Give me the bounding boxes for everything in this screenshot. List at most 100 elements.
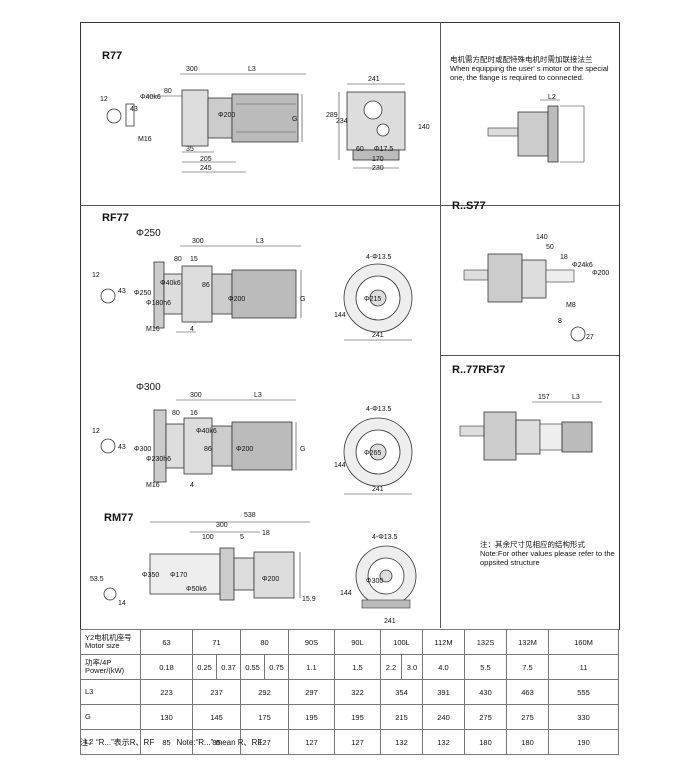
rf77-250-dim-300: 300	[192, 238, 204, 245]
table-cell: 555	[548, 679, 619, 705]
rm77-dim-241: 241	[384, 618, 396, 625]
rf77-250-dim-l3: L3	[256, 238, 264, 245]
rs77-dim-18: 18	[560, 254, 568, 261]
rf77-300-dim-bolts: 4-Φ13.5	[366, 406, 392, 413]
rf77-300-dim-g: G	[300, 446, 306, 453]
rf77-300-dim-phi40: Φ40k6	[196, 428, 217, 435]
rs77-dim-27: 27	[586, 334, 594, 341]
r77-dim-phi175: Φ17.5	[374, 146, 394, 153]
r77-dim-170: 170	[372, 156, 384, 163]
table-cell: 85	[140, 729, 193, 755]
r77-dim-g: G	[292, 116, 298, 123]
rf77-250-dim-m16: M16	[146, 326, 160, 333]
table-cell: 180	[464, 729, 507, 755]
section-divider	[80, 205, 619, 206]
section-label-rs77: R..S77	[452, 200, 486, 212]
r77-dim-140: 140	[418, 124, 430, 131]
rf77-300-dim-43: 43	[118, 444, 126, 451]
table-cell: 0.75	[264, 654, 289, 680]
table-cell: 127	[240, 729, 289, 755]
table-cell: 90S	[288, 629, 335, 655]
rf77-300-dim-80: 80	[172, 410, 180, 417]
other-values-note-cn: 注：其余尺寸见相应的结构形式	[480, 540, 585, 549]
rs77-dim-m8: M8	[566, 302, 576, 309]
table-cell: 275	[506, 704, 549, 730]
table-row-g: G 130 145 175 195 195 215 240 275 275 33…	[80, 704, 619, 730]
column-divider	[440, 22, 441, 628]
r77-dim-phi200: Φ200	[218, 112, 236, 119]
table-row-l2: L2 85 85 127 127 127 132 132 180 180 190	[80, 729, 619, 755]
rf77-300-dim-16: 16	[190, 410, 198, 417]
table-cell: 297	[288, 679, 335, 705]
r77-dim-80: 80	[164, 88, 172, 95]
table-row-l3: L3 223 237 292 297 322 354 391 430 463 5…	[80, 679, 619, 705]
table-cell: 0.18	[140, 654, 193, 680]
table-cell: 2.2	[380, 654, 402, 680]
rm77-dim-144: 144	[340, 590, 352, 597]
rm77-dim-phi350: Φ350	[142, 572, 160, 579]
table-cell: 3.0	[401, 654, 423, 680]
table-cell: 63	[140, 629, 193, 655]
rf77-300-dim-phi300: Φ300	[134, 446, 152, 453]
r77-dim-12: 12	[100, 96, 108, 103]
r77-dim-245: 245	[200, 165, 212, 172]
rm77-dim-phi170: Φ170	[170, 572, 188, 579]
rf77-250-dim-4: 4	[190, 326, 194, 333]
table-cell: 1.5	[334, 654, 381, 680]
table-header-cell: L3	[80, 679, 141, 705]
r77-dim-l3: L3	[248, 66, 256, 73]
table-cell: 1.1	[288, 654, 335, 680]
r77-dim-241: 241	[368, 76, 380, 83]
table-cell: 71	[192, 629, 241, 655]
table-cell: 4.0	[422, 654, 465, 680]
table-cell: 215	[380, 704, 423, 730]
table-cell: 11	[548, 654, 619, 680]
rf77-300-dim-86: 86	[204, 446, 212, 453]
table-cell: 195	[288, 704, 335, 730]
flange-dim-l2: L2	[548, 94, 556, 101]
rf77-300-dim-144: 144	[334, 462, 346, 469]
section-label-rf77: RF77	[102, 212, 129, 224]
r77rf37-dim-157: 157	[538, 394, 550, 401]
table-cell: 0.25	[192, 654, 217, 680]
flange-note: 电机需方配时或配特殊电机时需加联接法兰 When equipping the u…	[450, 55, 618, 82]
rf77-250-dim-15: 15	[190, 256, 198, 263]
rm77-side-view	[100, 518, 320, 622]
rf77-300-dim-phi200: Φ200	[236, 446, 254, 453]
rs77-dim-phi24: Φ24k6	[572, 262, 593, 269]
r77rf37-side-view	[456, 400, 616, 472]
table-cell: 275	[464, 704, 507, 730]
rf77-300-dim-300: 300	[190, 392, 202, 399]
rf77-300-dim-241: 241	[372, 486, 384, 493]
rm77-dim-5: 5	[240, 534, 244, 541]
rf77-250-dim-43: 43	[118, 288, 126, 295]
rf77-250-dim-phi200: Φ200	[228, 296, 246, 303]
r77-dim-300: 300	[186, 66, 198, 73]
r77rf37-dim-l3: L3	[572, 394, 580, 401]
table-cell: 85	[192, 729, 241, 755]
rf77-300-dim-phi265: Φ265	[364, 450, 382, 457]
r77-dim-m16: M16	[138, 136, 152, 143]
table-cell: 145	[192, 704, 241, 730]
table-cell: 195	[334, 704, 381, 730]
table-cell: 180	[506, 729, 549, 755]
rf77-250-side-view	[96, 240, 316, 344]
table-header-cell: L2	[80, 729, 141, 755]
table-cell: 7.5	[506, 654, 549, 680]
rf77-250-dim-phi250: Φ250	[134, 290, 152, 297]
r77-dim-35: 35	[186, 146, 194, 153]
rf77-300-dim-4: 4	[190, 482, 194, 489]
rf77-300-end-view	[338, 408, 428, 498]
rm77-dim-phi50: Φ50k6	[186, 586, 207, 593]
table-cell: 292	[240, 679, 289, 705]
rm77-dim-18: 18	[262, 530, 270, 537]
table-cell: 5.5	[464, 654, 507, 680]
rm77-dim-phi200: Φ200	[262, 576, 280, 583]
flange-note-en: When equipping the user' s motor or the …	[450, 64, 609, 82]
rm77-dim-15-9: 15.9	[302, 596, 316, 603]
rf77-300-dim-l3: L3	[254, 392, 262, 399]
rs77-dim-8: 8	[558, 318, 562, 325]
r77-dim-60: 60	[356, 146, 364, 153]
